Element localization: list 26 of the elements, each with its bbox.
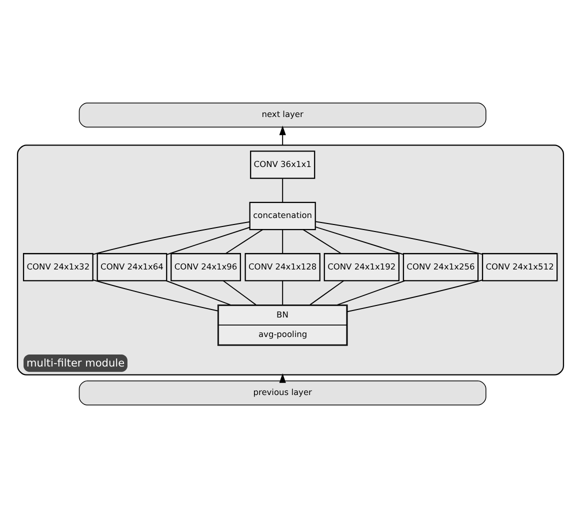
connector bbox=[315, 221, 483, 255]
node-box: next layer bbox=[78, 102, 486, 128]
connector bbox=[92, 221, 250, 255]
node-box: CONV 24x1x512 bbox=[482, 253, 558, 282]
connector bbox=[92, 279, 218, 312]
node-box: CONV 24x1x32 bbox=[22, 253, 94, 282]
connector bbox=[346, 280, 483, 312]
connector bbox=[310, 280, 344, 306]
connector bbox=[282, 229, 284, 254]
connector bbox=[222, 280, 256, 306]
connector bbox=[315, 226, 404, 255]
connector bbox=[302, 229, 342, 254]
node-box: CONV 36x1x1 bbox=[250, 150, 316, 179]
connector bbox=[282, 280, 284, 306]
connector bbox=[166, 226, 250, 256]
connector bbox=[282, 178, 284, 203]
node-box: CONV 24x1x256 bbox=[402, 253, 479, 282]
node-box: CONV 24x1x128 bbox=[244, 253, 320, 282]
arrow bbox=[279, 126, 286, 146]
connector bbox=[336, 280, 406, 306]
node-box: CONV 24x1x64 bbox=[96, 253, 168, 282]
node-box: CONV 24x1x96 bbox=[170, 253, 241, 282]
node-box: CONV 24x1x192 bbox=[324, 253, 400, 282]
connector bbox=[166, 280, 231, 306]
node-box: concatenation bbox=[249, 202, 316, 230]
connector bbox=[225, 229, 264, 254]
